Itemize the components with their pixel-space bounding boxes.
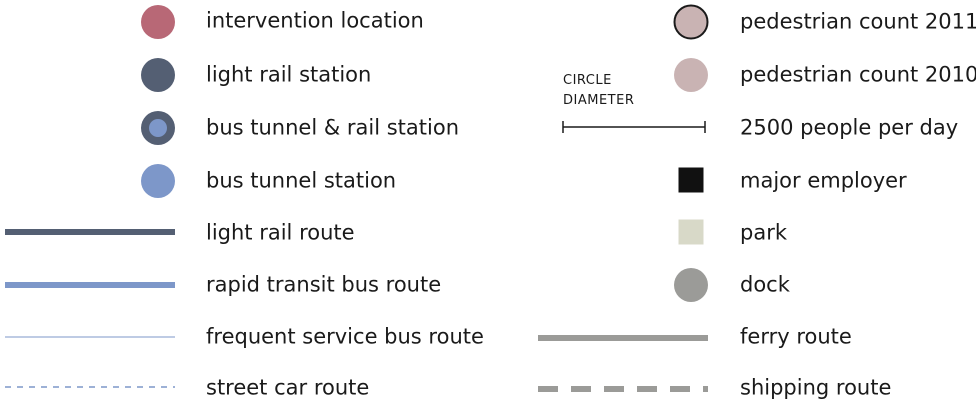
scale-bar: [562, 121, 706, 133]
bus-tunnel-rail-station-inner-swatch: [149, 119, 167, 137]
ferry-route-swatch: [538, 335, 708, 341]
shipping-route-swatch: [538, 386, 708, 392]
frequent-service-bus-route-swatch: [5, 336, 175, 338]
legend-label-light-rail-station: light rail station: [206, 62, 372, 87]
street-car-route-swatch: [5, 386, 175, 388]
bus-tunnel-station-swatch: [141, 164, 175, 198]
legend-label-shipping-route: shipping route: [740, 375, 892, 400]
dock-swatch: [674, 268, 708, 302]
park-swatch: [678, 219, 704, 245]
pedestrian-count-2010-swatch: [674, 58, 708, 92]
legend-label-street-car-route: street car route: [206, 375, 370, 400]
legend-label-pedestrian-count-2011: pedestrian count 2011: [740, 9, 976, 34]
legend-label-park: park: [740, 220, 787, 245]
legend-label-light-rail-route: light rail route: [206, 220, 355, 245]
rapid-transit-bus-route-swatch: [5, 282, 175, 288]
legend-label-intervention-location: intervention location: [206, 8, 424, 33]
light-rail-route-swatch: [5, 229, 175, 235]
legend-label-rapid-transit-bus-route: rapid transit bus route: [206, 272, 442, 297]
circle-diameter-caption-line1: CIRCLE: [563, 73, 612, 88]
legend-label-2500-people-per-day: 2500 people per day: [740, 115, 959, 140]
legend-label-pedestrian-count-2010: pedestrian count 2010: [740, 62, 976, 87]
legend-label-ferry-route: ferry route: [740, 324, 852, 349]
light-rail-station-swatch: [141, 58, 175, 92]
legend-label-frequent-service-bus-route: frequent service bus route: [206, 324, 484, 349]
legend-label-bus-tunnel-rail-station: bus tunnel & rail station: [206, 115, 460, 140]
intervention-location-swatch: [141, 5, 175, 39]
major-employer-swatch: [678, 167, 704, 193]
circle-diameter-caption-line2: DIAMETER: [563, 93, 635, 108]
legend-label-bus-tunnel-station: bus tunnel station: [206, 168, 397, 193]
legend-label-dock: dock: [740, 272, 790, 297]
legend-label-major-employer: major employer: [740, 168, 907, 193]
pedestrian-count-2011-swatch: [673, 4, 709, 40]
